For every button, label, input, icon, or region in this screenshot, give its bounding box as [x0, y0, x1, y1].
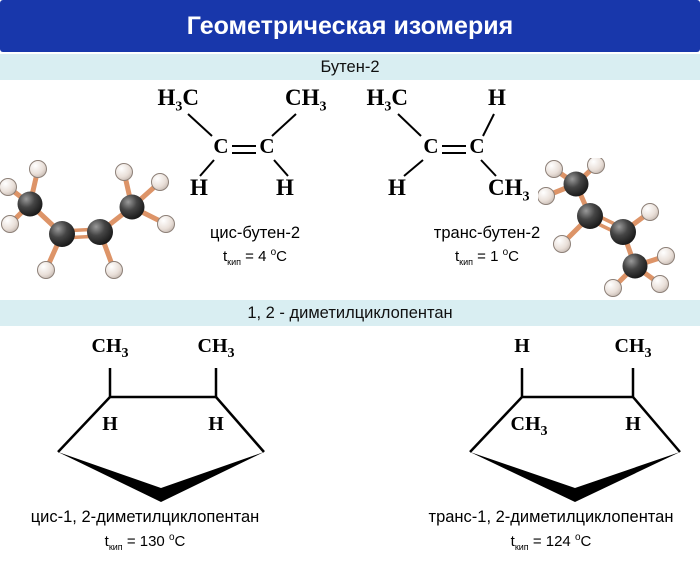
- butene-formula-bond-lines: [187, 113, 497, 177]
- cis-ring: [57, 368, 265, 502]
- trans-butene-3d-model: [538, 158, 675, 297]
- cis-ring-top-right-substituent: CH3: [197, 335, 235, 361]
- hydrogen-atoms: [0, 160, 175, 279]
- trans-ring-top-right-substituent: CH3: [614, 335, 652, 361]
- cis-bottom-right-substituent: H: [276, 175, 294, 200]
- trans-carbon-right: C: [469, 134, 485, 158]
- cis-top-left-substituent: H3C: [157, 85, 199, 115]
- cyclopentane-ring-diagrams: [57, 368, 681, 502]
- cyclopentane-section-band: 1, 2 - диметилциклопентан: [0, 300, 700, 326]
- trans-top-right-substituent: H: [488, 85, 506, 110]
- cis-bottom-left-substituent: H: [190, 175, 208, 200]
- cis-butene-boiling-point: tкип = 4 оC: [222, 247, 288, 267]
- cis-top-right-substituent: CH3: [285, 85, 327, 115]
- cis-ring-inner-right-substituent: H: [208, 413, 224, 435]
- cis-ring-inner-left-substituent: H: [102, 413, 118, 435]
- trans-ring: [469, 368, 681, 502]
- trans-bottom-left-substituent: H: [388, 175, 406, 200]
- carbon-atoms: [563, 171, 648, 279]
- cis-butene-name: цис-бутен-2: [209, 224, 301, 242]
- cis-cyclopentane-name: цис-1, 2-диметилциклопентан: [30, 508, 260, 526]
- trans-cyclopentane-name: транс-1, 2-диметилциклопентан: [428, 508, 674, 526]
- trans-ring-top-left-substituent: H: [514, 335, 530, 357]
- butene-section-label: Бутен-2: [320, 57, 380, 76]
- cis-ring-top-left-substituent: CH3: [91, 335, 129, 361]
- trans-ring-inner-left-substituent: CH3: [510, 413, 548, 439]
- trans-cyclopentane-boiling-point: tкип = 124 оC: [510, 532, 592, 552]
- hydrogen-atoms: [538, 158, 675, 297]
- trans-butene-boiling-point: tкип = 1 оC: [454, 247, 520, 267]
- cis-carbon-left: C: [213, 134, 229, 158]
- butene-section-band: Бутен-2: [0, 54, 700, 80]
- ring-wedge-bond: [58, 452, 264, 502]
- cyclopentane-section-label: 1, 2 - диметилциклопентан: [247, 303, 453, 322]
- trans-carbon-left: C: [423, 134, 439, 158]
- trans-top-left-substituent: H3C: [366, 85, 408, 115]
- cis-carbon-right: C: [259, 134, 275, 158]
- trans-ring-inner-right-substituent: H: [625, 413, 641, 435]
- trans-butene-name: транс-бутен-2: [433, 224, 541, 242]
- cis-cyclopentane-boiling-point: tкип = 130 оC: [104, 532, 186, 552]
- carbon-atoms: [17, 191, 145, 247]
- cis-butene-3d-model: [0, 160, 175, 279]
- trans-bottom-right-substituent: CH3: [488, 175, 530, 205]
- title-bar: Геометрическая изомерия: [0, 0, 700, 52]
- ring-wedge-bond: [470, 452, 680, 502]
- page-title: Геометрическая изомерия: [186, 11, 514, 40]
